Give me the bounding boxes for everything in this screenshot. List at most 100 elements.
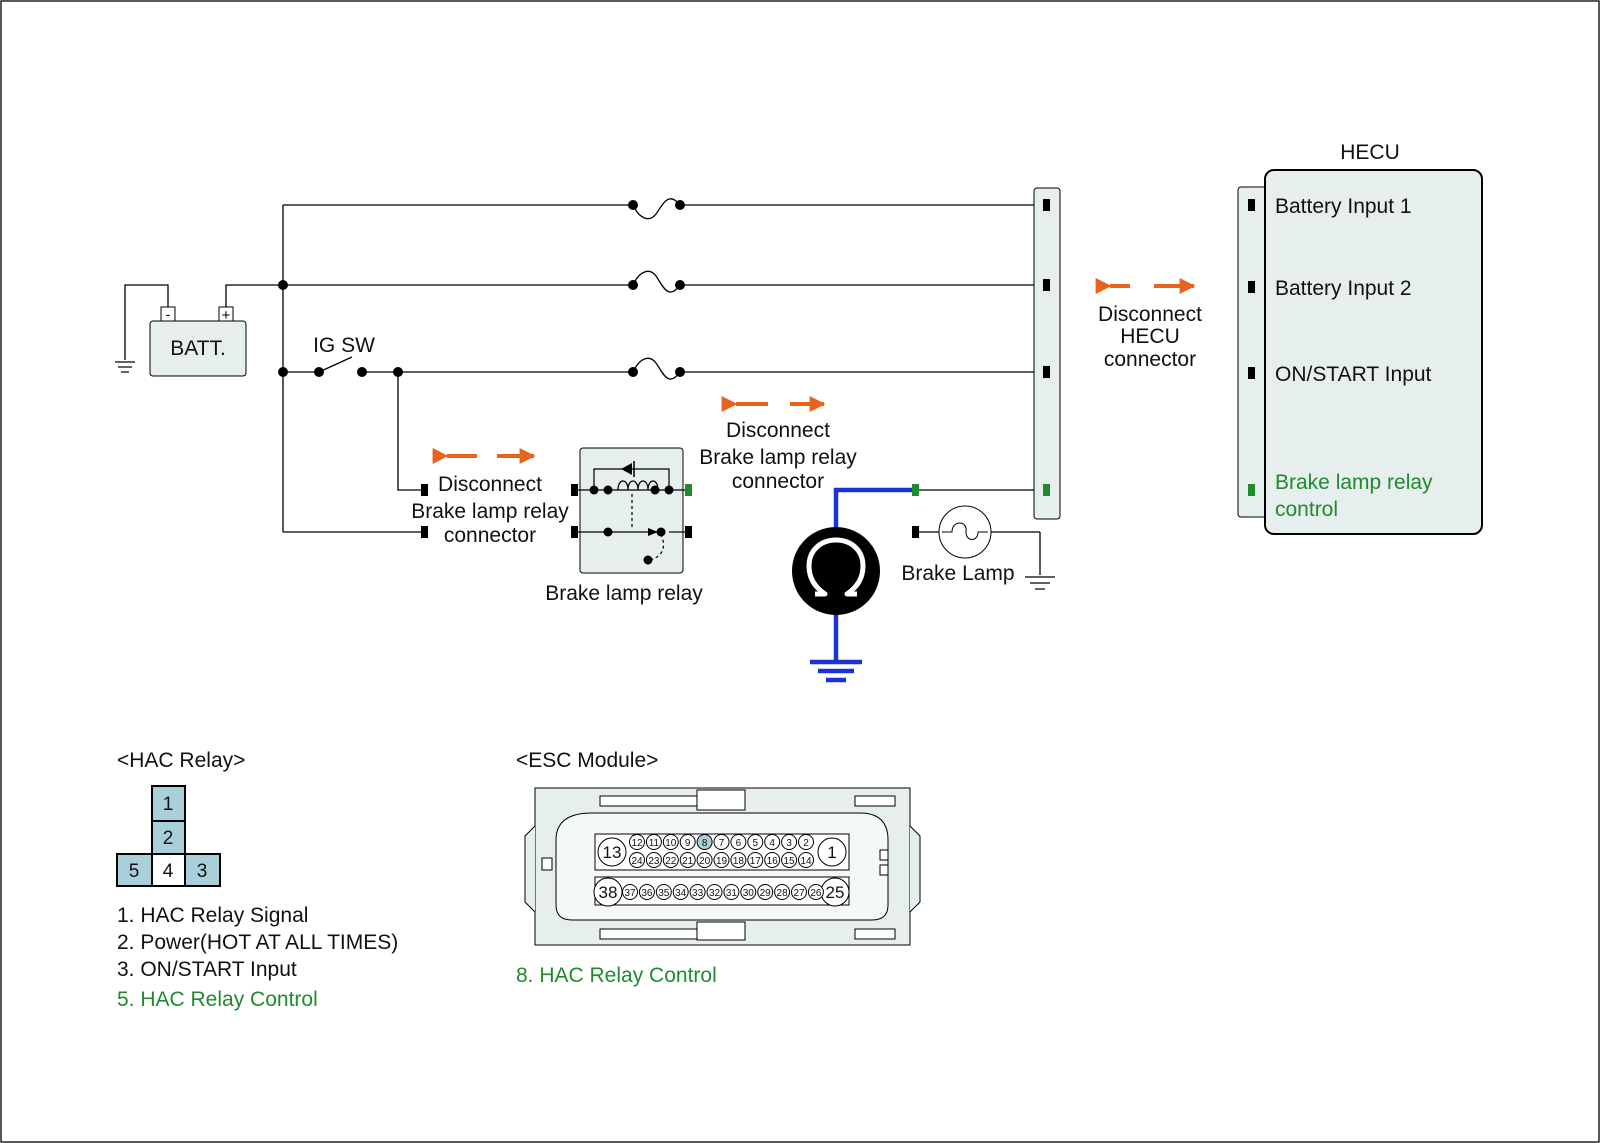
esc-pin-36 [638, 884, 655, 900]
wiring [124, 198, 1048, 575]
hecu-input-brake-relay-control-line2: control [1275, 498, 1338, 521]
hecu-input-battery-2: Battery Input 2 [1275, 277, 1412, 300]
esc-pin-label-21: 21 [682, 856, 694, 867]
brake-lamp [912, 505, 992, 559]
esc-pin-24 [629, 852, 645, 868]
esc-pin-31 [723, 884, 740, 900]
esc-pin-19 [713, 852, 730, 868]
disconnect-relay-left-line1: Disconnect [438, 473, 542, 496]
hac-legend-3: 3. ON/START Input [117, 958, 297, 981]
esc-pin-label-22: 22 [665, 856, 677, 867]
esc-pin-label-38: 38 [599, 883, 618, 902]
esc-pin-label-31: 31 [726, 888, 738, 899]
esc-pin-label-32: 32 [709, 888, 721, 899]
hac-pin-5: 5 [129, 861, 140, 882]
esc-pin-label-15: 15 [784, 856, 796, 867]
esc-pin-label-28: 28 [777, 888, 789, 899]
hac-legend-2: 2. Power(HOT AT ALL TIMES) [117, 931, 398, 954]
hecu-input-on-start: ON/START Input [1275, 363, 1432, 386]
esc-pin-23 [645, 852, 662, 868]
esc-legend-8: 8. HAC Relay Control [516, 964, 717, 987]
esc-pin-label-34: 34 [675, 888, 687, 899]
ground-symbol-battery [115, 361, 135, 373]
esc-pin-16 [764, 852, 781, 868]
esc-pin-label-24: 24 [631, 856, 643, 867]
relay-left-connector-pins [421, 484, 428, 538]
brake-lamp-relay-label: Brake lamp relay [545, 582, 703, 605]
ohmmeter-probe-pin [912, 484, 919, 496]
esc-pin-29 [757, 884, 774, 900]
disconnect-relay-right-line1: Disconnect [726, 419, 830, 442]
esc-pin-label-30: 30 [743, 888, 755, 899]
hecu-input-battery-1: Battery Input 1 [1275, 195, 1412, 218]
esc-pin-label-2: 2 [803, 838, 809, 849]
esc-pin-label-23: 23 [648, 856, 660, 867]
esc-pin-26 [807, 884, 824, 900]
esc-pin-1 [817, 837, 847, 867]
esc-pin-18 [730, 852, 747, 868]
esc-pin-label-4: 4 [769, 838, 775, 849]
hac-legend-1: 1. HAC Relay Signal [117, 904, 308, 927]
disconnect-hecu-line2: HECU [1120, 325, 1180, 348]
hac-legend-5: 5. HAC Relay Control [117, 988, 318, 1011]
esc-pin-label-17: 17 [750, 856, 762, 867]
esc-pin-label-7: 7 [719, 838, 725, 849]
esc-pin-label-27: 27 [793, 888, 805, 899]
junction-dots [278, 200, 685, 377]
esc-pin-label-25: 25 [826, 883, 845, 902]
esc-pin-label-33: 33 [692, 888, 704, 899]
esc-pin-33 [689, 884, 706, 900]
esc-pin-label-11: 11 [649, 838, 660, 849]
disconnect-hecu-line1: Disconnect [1098, 303, 1202, 326]
hac-pin-4: 4 [163, 861, 174, 882]
esc-pin-label-35: 35 [658, 888, 670, 899]
esc-pin-12 [629, 834, 645, 850]
hac-relay-title: <HAC Relay> [117, 749, 245, 772]
esc-pin-label-29: 29 [760, 888, 772, 899]
esc-pin-label-8: 8 [702, 838, 708, 849]
brake-lamp-label: Brake Lamp [901, 562, 1014, 585]
battery-pos-label: + [222, 307, 231, 324]
hac-relay-connector: 1 2 5 4 3 [116, 785, 221, 887]
disconnect-relay-left-line2: Brake lamp relay [411, 500, 569, 523]
esc-pin-label-9: 9 [685, 838, 691, 849]
esc-pin-3 [781, 834, 798, 850]
esc-pin-label-36: 36 [641, 888, 653, 899]
esc-pin-label-19: 19 [716, 856, 728, 867]
esc-pin-label-6: 6 [736, 838, 742, 849]
esc-pin-32 [706, 884, 723, 900]
esc-pin-10 [662, 834, 679, 850]
esc-pin-20 [696, 852, 713, 868]
hecu-input-brake-relay-control-line1: Brake lamp relay [1275, 471, 1433, 494]
hecu-module: HECU Battery Input 1 Battery Input 2 ON/… [1237, 141, 1483, 535]
esc-pin-17 [747, 852, 764, 868]
esc-pin-22 [662, 852, 679, 868]
esc-pin-label-13: 13 [603, 843, 622, 862]
disconnect-relay-right-line2: Brake lamp relay [699, 446, 857, 469]
esc-pin-37 [622, 884, 638, 900]
battery-label: BATT. [170, 337, 226, 360]
disconnect-relay-right-line3: connector [732, 470, 824, 493]
ohm-icon [792, 527, 880, 615]
esc-pin-21 [679, 852, 696, 868]
esc-pin-5 [747, 834, 764, 850]
disconnect-relay-left-line3: connector [444, 524, 536, 547]
esc-pin-label-1: 1 [827, 843, 836, 862]
ground-symbol-lamp [1025, 576, 1055, 590]
esc-pin-label-20: 20 [699, 856, 711, 867]
esc-pin-30 [740, 884, 757, 900]
esc-pin-34 [672, 884, 689, 900]
esc-pin-2 [798, 834, 814, 850]
esc-pin-13 [597, 837, 627, 867]
esc-pin-label-10: 10 [665, 838, 677, 849]
hac-pin-3: 3 [197, 861, 208, 882]
hac-pin-2: 2 [163, 828, 174, 849]
esc-pin-35 [655, 884, 672, 900]
esc-pin-label-26: 26 [810, 888, 822, 899]
harness-connector-strip [1033, 187, 1061, 520]
esc-pin-label-37: 37 [624, 888, 636, 899]
